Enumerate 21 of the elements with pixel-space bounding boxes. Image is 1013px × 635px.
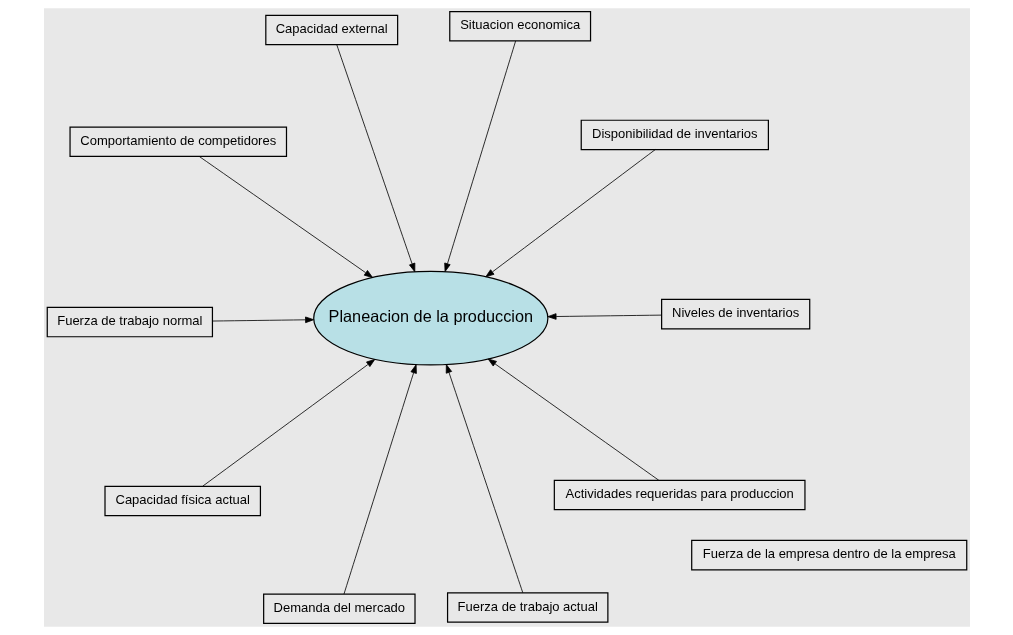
node-box: Fuerza de trabajo normal (46, 306, 213, 338)
node-box: Niveles de inventarios (660, 298, 810, 330)
arrow (343, 364, 417, 595)
node-box: Disponibilidad de inventarios (580, 119, 769, 151)
arrow (211, 316, 314, 324)
arrow (198, 156, 373, 278)
node-box: Fuerza de la empresa dentro de la empresa (690, 539, 967, 571)
arrow (443, 40, 516, 272)
node-box: Demanda del mercado (262, 593, 416, 625)
arrow (484, 149, 656, 278)
arrow (201, 359, 375, 487)
arrow (487, 358, 659, 481)
node-box: Capacidad física actual (103, 485, 261, 517)
node-box: Actividades requeridas para produccion (553, 479, 806, 511)
node-box: Capacidad external (264, 14, 398, 46)
node-box: Comportamiento de competidores (68, 126, 287, 158)
arrow (445, 364, 523, 594)
arrow (335, 44, 415, 273)
arrow (547, 313, 662, 320)
node-box: Fuerza de trabajo actual (446, 592, 608, 623)
node-box: Situacion economica (448, 10, 591, 42)
